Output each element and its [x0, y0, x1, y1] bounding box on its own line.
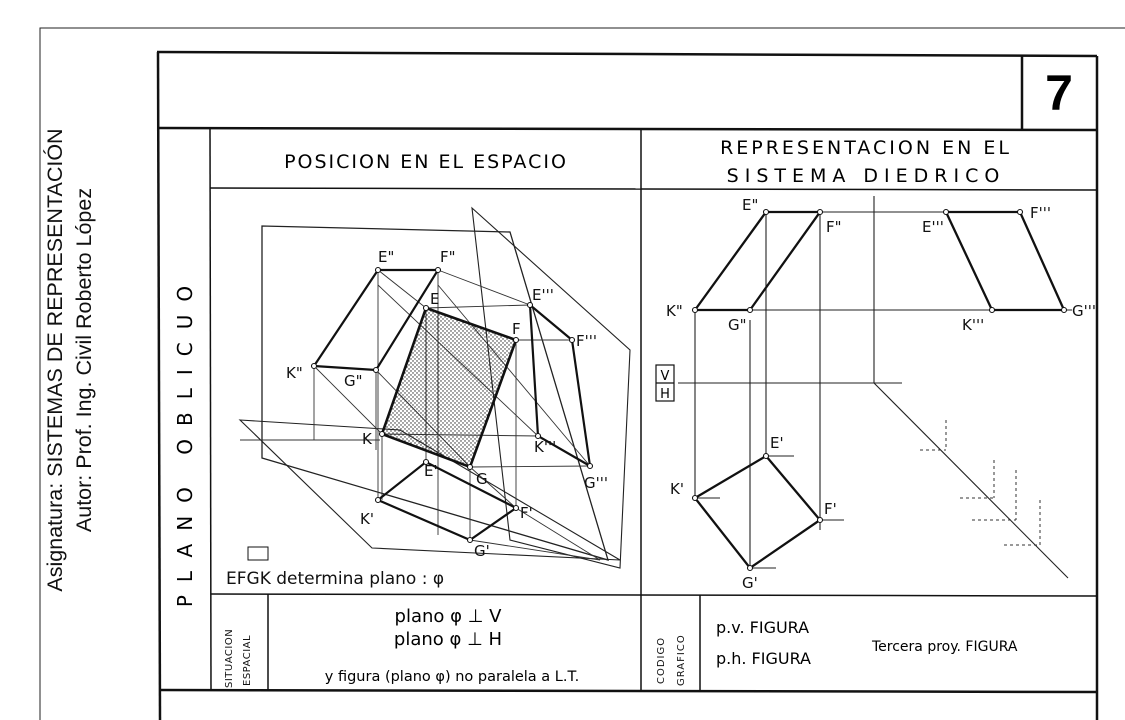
vh-label-h: H	[660, 387, 670, 402]
diedric-label-k1: K'	[670, 480, 684, 498]
diedric-label-e1: E'	[770, 434, 784, 452]
vertical-plane	[261, 225, 609, 561]
space-label-g3: G'''	[584, 474, 608, 492]
space-label-f1: F'	[520, 504, 533, 522]
section-title-space: POSICION EN EL ESPACIO	[284, 151, 568, 173]
space-label-k: K	[362, 430, 373, 448]
codigo-header-2: GRAFICO	[676, 634, 687, 686]
space-label-e1: E'	[424, 462, 438, 480]
caption-text: EFGK determina plano : φ	[226, 569, 444, 589]
space-view: E" F" E E''' F F''' K" G" K K''' E' G G'…	[226, 206, 631, 589]
diedric-label-f2: F"	[826, 218, 842, 236]
rule-perpendicular-h: plano φ ⊥ H	[394, 629, 502, 650]
codigo-pv: p.v. FIGURA	[716, 618, 809, 637]
sheet-frame	[156, 50, 1099, 720]
section-title-diedric-1: REPRESENTACION EN EL	[720, 137, 1012, 159]
situacion-espacial: SITUACION ESPACIAL plano φ ⊥ V plano φ ⊥…	[224, 606, 579, 688]
diedric-label-g3: G'''	[1072, 302, 1096, 320]
horizontal-plane	[238, 419, 621, 561]
caption-square-icon	[247, 546, 269, 561]
section-title-diedric-2: SISTEMA DIEDRICO	[727, 165, 1006, 187]
space-label-e: E	[430, 290, 439, 308]
profile-plane	[471, 206, 631, 569]
diedric-label-k3: K'''	[962, 316, 984, 334]
diedric-label-e3: E'''	[922, 218, 944, 236]
diedric-label-f3: F'''	[1030, 204, 1051, 222]
space-label-f2: F"	[440, 248, 456, 266]
rule-not-parallel: y figura (plano φ) no paralela a L.T.	[325, 669, 579, 685]
sheet-number: 7	[1045, 65, 1073, 121]
diedric-label-g2: G"	[728, 316, 747, 334]
sheet-grid	[209, 128, 1098, 691]
space-label-e2: E"	[378, 248, 394, 266]
space-label-k2: K"	[286, 364, 303, 382]
rule-perpendicular-v: plano φ ⊥ V	[395, 606, 503, 627]
figure-efgk	[380, 306, 518, 469]
page-border	[39, 27, 1125, 720]
situacion-header-1: SITUACION	[224, 629, 235, 688]
vh-label-v: V	[661, 369, 670, 384]
diedric-label-e2: E"	[742, 196, 758, 214]
codigo-header-1: CODIGO	[656, 637, 667, 684]
space-label-f3: F'''	[576, 332, 597, 350]
diedric-label-g1: G'	[742, 574, 758, 592]
space-label-f: F	[512, 320, 521, 338]
situacion-header-2: ESPACIAL	[242, 635, 253, 686]
space-label-g1: G'	[474, 542, 490, 560]
space-label-e3: E'''	[532, 286, 554, 304]
diedric-label-k2: K"	[666, 302, 683, 320]
diedric-view: V H E" F" E''' F''' K" G" K''' G'''	[655, 196, 1096, 592]
codigo-tercera: Tercera proy. FIGURA	[871, 639, 1018, 655]
codigo-grafico: CODIGO GRAFICO p.v. FIGURA p.h. FIGURA T…	[656, 618, 1018, 686]
space-label-k1: K'	[360, 510, 374, 528]
codigo-ph: p.h. FIGURA	[716, 649, 811, 668]
space-label-g2: G"	[344, 372, 363, 390]
diedric-label-f1: F'	[824, 500, 837, 518]
vertical-title: PLANO OBLICUO	[173, 273, 197, 607]
space-label-k3: K'''	[534, 438, 556, 456]
space-label-g: G	[476, 470, 488, 488]
